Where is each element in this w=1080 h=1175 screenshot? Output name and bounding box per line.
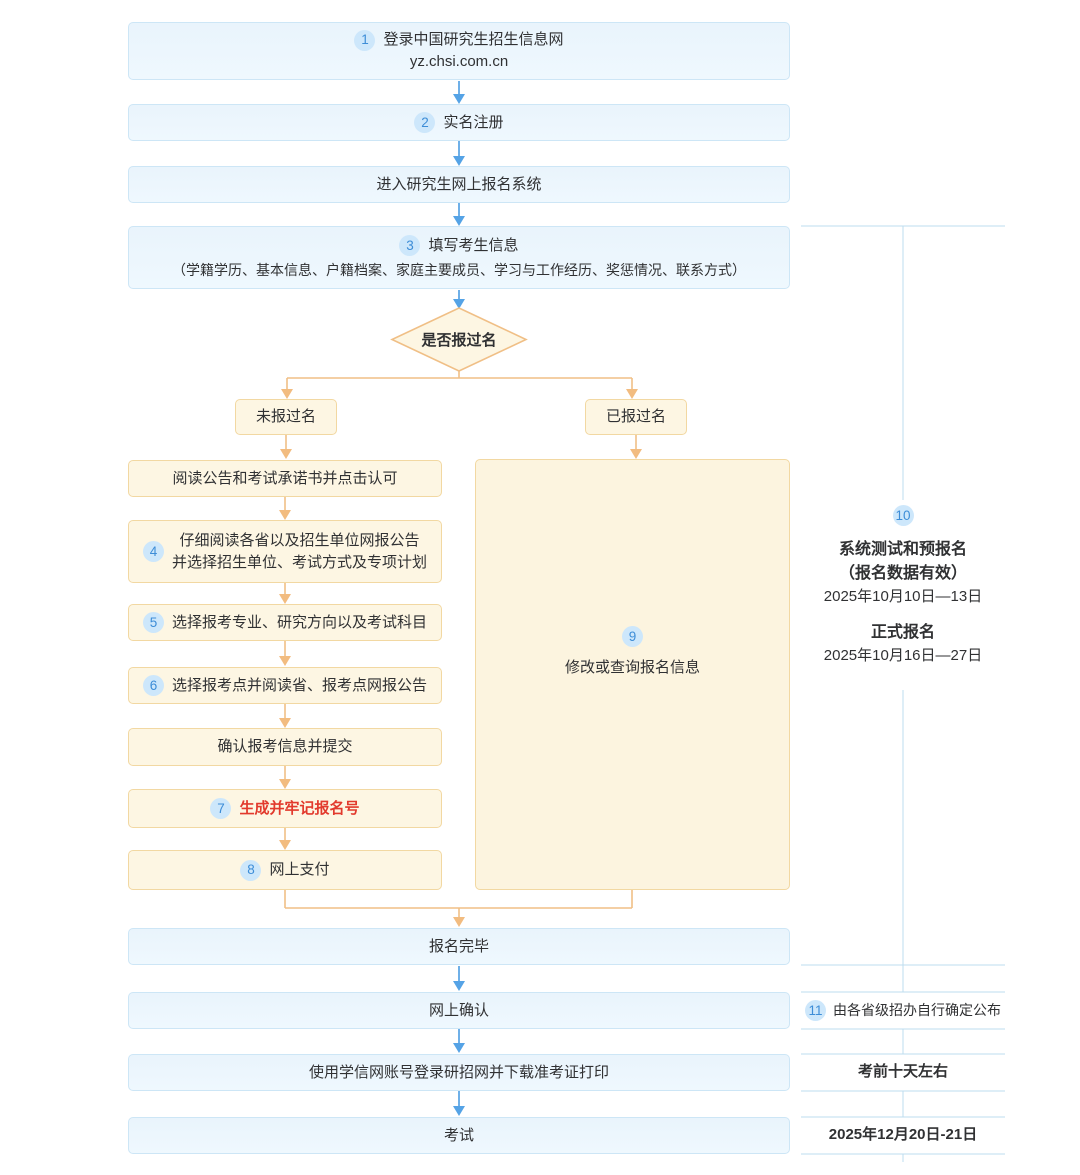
step-number-badge: 9: [621, 626, 643, 648]
flow-step-read-notice: 阅读公告和考试承诺书并点击认可: [128, 460, 442, 497]
step-number-badge: 2: [414, 112, 436, 133]
step-label-highlight: 生成并牢记报名号: [239, 799, 360, 817]
step-label: 实名注册: [443, 113, 504, 131]
step-label: 填写考生信息: [428, 236, 519, 254]
branch-not-registered: 未报过名: [235, 399, 337, 435]
step-number-badge: 6: [142, 675, 164, 696]
note-label: 2025年12月20日-21日: [828, 1126, 978, 1144]
step-url: yz.chsi.com.cn: [409, 53, 509, 70]
step-number-badge: 5: [142, 612, 164, 633]
flow-step-realname-register: 2 实名注册: [128, 104, 790, 141]
step-label: 并选择招生单位、考试方式及专项计划: [171, 553, 427, 571]
note-label: 考前十天左右: [857, 1063, 948, 1081]
step-number-badge: 4: [142, 541, 164, 562]
sidebar-note-ticket: 考前十天左右: [801, 1054, 1005, 1091]
step-sublabel: （学籍学历、基本信息、户籍档案、家庭主要成员、学习与工作经历、奖惩情况、联系方式…: [172, 261, 746, 278]
step-label: 选择报考专业、研究方向以及考试科目: [171, 613, 427, 631]
step-label: 考试: [443, 1126, 474, 1144]
decision-label: 是否报过名: [421, 332, 497, 349]
note-title: 系统测试和预报名: [838, 541, 967, 558]
flow-step-choose-exam-site: 6 选择报考点并阅读省、报考点网报公告: [128, 667, 442, 704]
step-label: 报名完毕: [428, 937, 489, 955]
step-label: 网上确认: [428, 1001, 489, 1019]
flow-step-online-confirm: 网上确认: [128, 992, 790, 1029]
flow-step-login: 1 登录中国研究生招生信息网 yz.chsi.com.cn: [128, 22, 790, 80]
note-number-badge: 11: [805, 1000, 826, 1021]
branch-registered: 已报过名: [585, 399, 687, 435]
step-label: 修改或查询报名信息: [564, 659, 700, 677]
note-number-badge: 10: [892, 505, 914, 526]
step-label: 进入研究生网上报名系统: [376, 175, 542, 193]
flow-step-remember-number: 7 生成并牢记报名号: [128, 789, 442, 828]
branch-label: 已报过名: [605, 408, 666, 426]
sidebar-note-exam-date: 2025年12月20日-21日: [801, 1117, 1005, 1154]
sidebar-note-signup: 10 系统测试和预报名 （报名数据有效） 2025年10月10日—13日 正式报…: [795, 505, 1011, 667]
step-multiline: 仔细阅读各省以及招生单位网报公告 并选择招生单位、考试方式及专项计划: [172, 530, 427, 574]
flow-step-exam: 考试: [128, 1117, 790, 1154]
step-number-badge: 8: [240, 859, 262, 881]
step-number-badge: 1: [354, 29, 376, 51]
step-label: 网上支付: [269, 861, 330, 879]
flow-step-modify-query: 9 修改或查询报名信息: [475, 459, 790, 890]
flow-step-enter-system: 进入研究生网上报名系统: [128, 166, 790, 203]
step-number-badge: 7: [210, 798, 232, 819]
flow-step-confirm-submit: 确认报考信息并提交: [128, 728, 442, 766]
flow-step-online-payment: 8 网上支付: [128, 850, 442, 890]
step-label: 阅读公告和考试承诺书并点击认可: [172, 469, 398, 487]
step-label: 使用学信网账号登录研招网并下载准考证打印: [308, 1063, 609, 1081]
flow-step-choose-major: 5 选择报考专业、研究方向以及考试科目: [128, 604, 442, 641]
flow-step-registration-done: 报名完毕: [128, 928, 790, 965]
flow-step-download-ticket: 使用学信网账号登录研招网并下载准考证打印: [128, 1054, 790, 1091]
note-label: 由各省级招办自行确定公布: [833, 1002, 1001, 1018]
step-label: 选择报考点并阅读省、报考点网报公告: [171, 676, 427, 694]
flow-step-read-province-notice: 4 仔细阅读各省以及招生单位网报公告 并选择招生单位、考试方式及专项计划: [128, 520, 442, 583]
note-date: 2025年10月10日—13日: [823, 588, 983, 605]
step-label: 确认报考信息并提交: [217, 738, 353, 756]
flow-step-fill-info: 3 填写考生信息 （学籍学历、基本信息、户籍档案、家庭主要成员、学习与工作经历、…: [128, 226, 790, 289]
note-date: 2025年10月16日—27日: [823, 646, 983, 664]
step-label: 仔细阅读各省以及招生单位网报公告: [179, 531, 420, 549]
step-label: 登录中国研究生招生信息网: [383, 31, 564, 49]
sidebar-note-confirm: 11 由各省级招办自行确定公布: [801, 992, 1005, 1029]
note-subtitle: （报名数据有效）: [838, 565, 967, 582]
step-number-badge: 3: [399, 235, 421, 257]
note-title: 正式报名: [870, 623, 935, 641]
branch-label: 未报过名: [255, 408, 316, 426]
